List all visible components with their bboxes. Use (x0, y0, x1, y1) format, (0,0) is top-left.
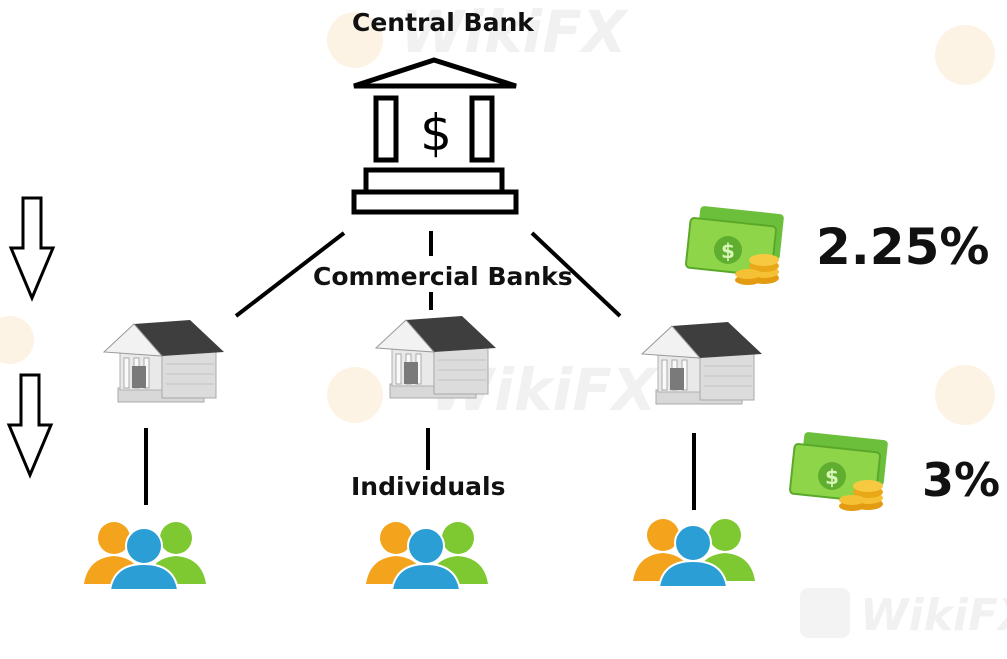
connector-lines (144, 231, 696, 510)
commercial-bank-icon-right (641, 321, 763, 405)
people-group-icon-left (83, 521, 207, 591)
individuals-label: Individuals (351, 472, 506, 501)
down-arrow-icon-top (9, 196, 55, 300)
people-group-icon-center (365, 521, 489, 591)
interest-rate-bottom: 3% (922, 453, 1001, 507)
cash-coins-icon-bottom (788, 430, 890, 512)
interest-rate-top: 2.25% (816, 218, 990, 276)
watermark-logos (0, 12, 995, 638)
svg-text:WikiFX: WikiFX (860, 590, 1007, 641)
cash-coins-icon-top (684, 204, 786, 286)
svg-text:WikiFX: WikiFX (400, 0, 630, 66)
down-arrow-icon-bottom (7, 373, 53, 477)
people-group-icon-right (632, 518, 756, 588)
commercial-bank-icon-center (375, 315, 497, 399)
central-bank-label: Central Bank (352, 8, 534, 37)
commercial-banks-label: Commercial Banks (313, 262, 573, 291)
svg-text:$: $ (420, 104, 452, 162)
commercial-bank-icon-left (103, 319, 225, 403)
bank-columns-dollar-icon: $ (351, 57, 519, 215)
